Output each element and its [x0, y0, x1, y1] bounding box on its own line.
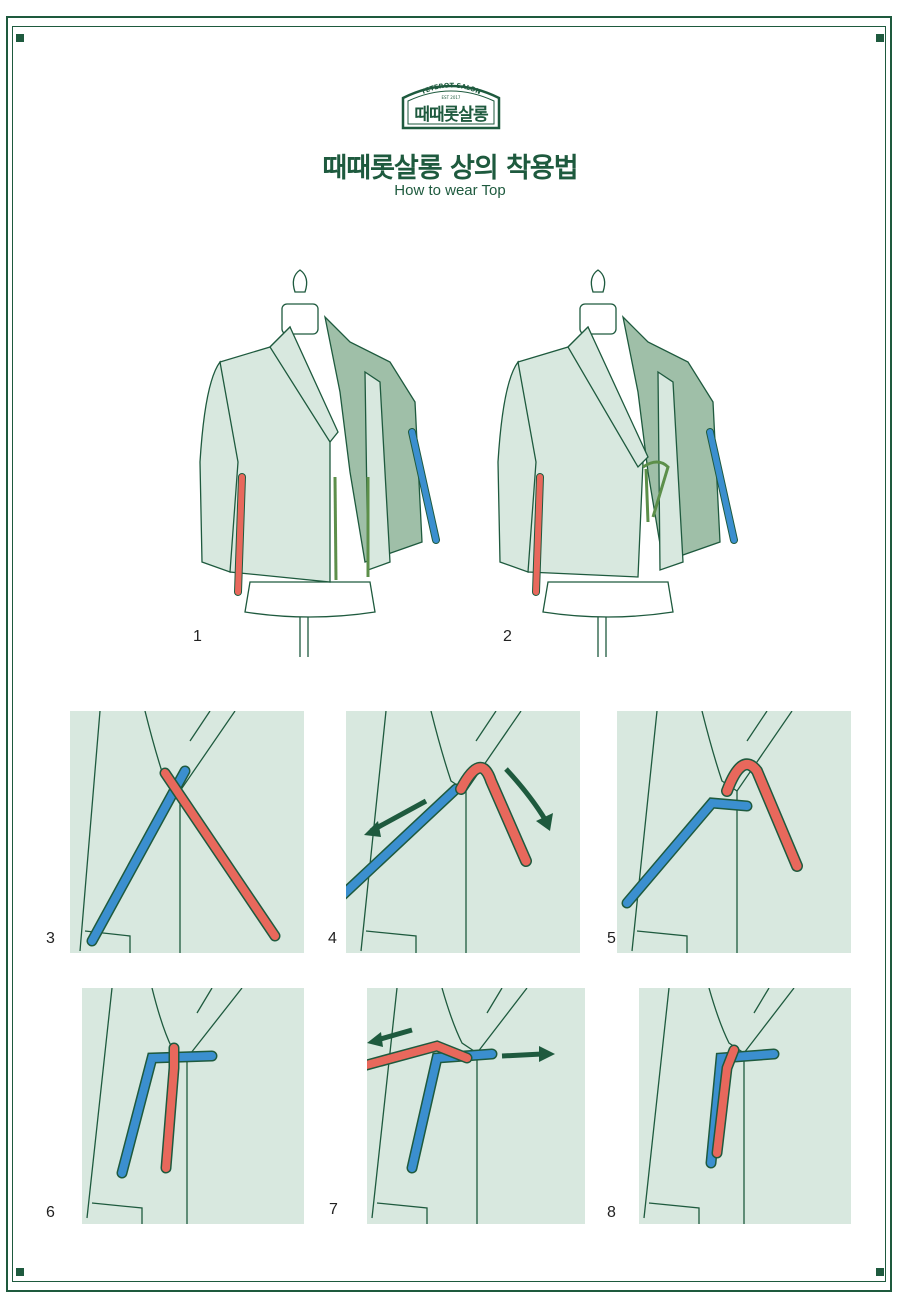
- outer-border: [6, 16, 892, 1292]
- corner-mark: [16, 1268, 24, 1276]
- figure-step-6: [82, 988, 304, 1224]
- corner-mark: [16, 34, 24, 42]
- step-number: 4: [328, 930, 337, 947]
- step-number: 7: [329, 1201, 338, 1218]
- step-number: 1: [193, 628, 202, 645]
- brand-logo: TETEROT SALON EST 2017 때때롯살롱: [399, 78, 503, 136]
- figure-step-1: [199, 269, 440, 657]
- corner-mark: [876, 34, 884, 42]
- figure-step-5: [617, 711, 851, 953]
- step-number: 5: [607, 930, 616, 947]
- step-number: 8: [607, 1204, 616, 1221]
- figure-step-4: [346, 711, 580, 953]
- step-number: 2: [503, 628, 512, 645]
- figure-step-2: [497, 269, 738, 657]
- figure-step-8: [639, 988, 851, 1224]
- inner-border: [12, 26, 886, 1282]
- figure-step-3: [70, 711, 304, 953]
- step-number: 3: [46, 930, 55, 947]
- page-subtitle: How to wear Top: [394, 182, 506, 199]
- logo-name: 때때롯살롱: [414, 105, 488, 125]
- logo-est-text: EST 2017: [442, 95, 461, 100]
- page-title: 때때롯살롱 상의 착용법: [322, 153, 578, 184]
- figure-step-7: [367, 988, 585, 1224]
- corner-mark: [876, 1268, 884, 1276]
- step-number: 6: [46, 1204, 55, 1221]
